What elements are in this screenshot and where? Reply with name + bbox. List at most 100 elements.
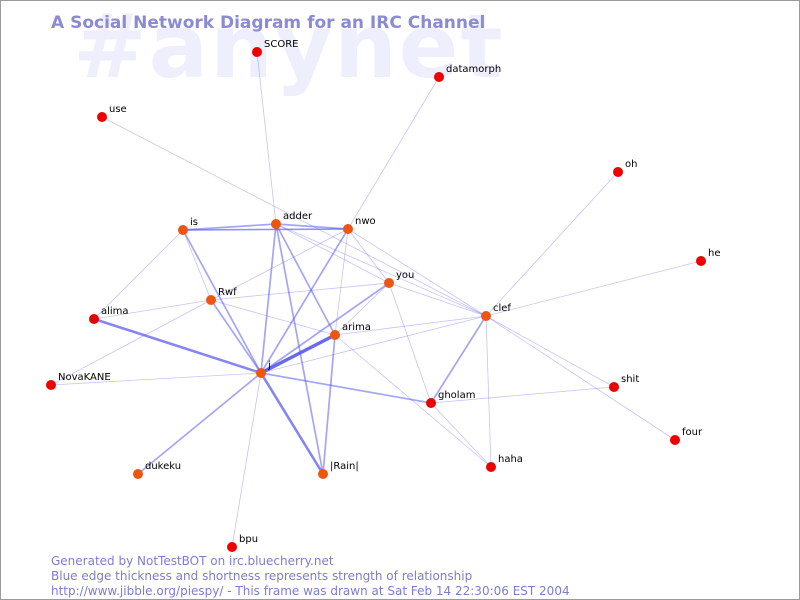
node-oh: oh	[613, 159, 637, 177]
footer-legend-note: Blue edge thickness and shortness repres…	[51, 569, 473, 583]
node-j: j	[256, 360, 271, 378]
edge-adder-nwo	[275, 223, 349, 230]
node-label-you: you	[396, 270, 414, 281]
edge-j-gholam	[260, 372, 432, 404]
node-dot-NovaKANE	[46, 380, 56, 390]
node-bpu: bpu	[227, 534, 258, 552]
node-is: is	[178, 217, 198, 235]
node-clef: clef	[481, 303, 511, 321]
node-dot-Rain	[318, 469, 328, 479]
node-label-SCORE: SCORE	[264, 39, 298, 50]
node-arima: arima	[330, 322, 371, 340]
edge-you-clef	[388, 282, 487, 317]
node-dot-haha	[486, 462, 496, 472]
node-SCORE: SCORE	[252, 39, 298, 57]
node-dot-shit	[609, 382, 619, 392]
node-label-he: he	[708, 248, 721, 259]
node-dot-use	[97, 112, 107, 122]
node-label-four: four	[682, 427, 703, 438]
edge-nwo-arima	[334, 228, 349, 336]
edge-clef-haha	[485, 315, 492, 468]
edge-oh-clef	[485, 171, 619, 317]
node-haha: haha	[486, 454, 523, 472]
node-dot-dukeku	[133, 469, 143, 479]
node-he: he	[696, 248, 721, 266]
node-dot-SCORE	[252, 47, 262, 57]
node-dot-is	[178, 225, 188, 235]
edge-use-clef	[101, 116, 487, 317]
edge-j-clef	[260, 315, 487, 374]
edge-j-bpu	[231, 372, 262, 548]
node-Rwf: Rwf	[206, 287, 237, 305]
node-dot-adder	[271, 219, 281, 229]
node-dot-datamorph	[434, 72, 444, 82]
node-gholam: gholam	[426, 390, 475, 408]
edge-adder-clef	[275, 223, 487, 317]
edge-you-arima	[334, 282, 390, 336]
node-label-clef: clef	[493, 303, 511, 314]
node-dot-he	[696, 256, 706, 266]
edge-is-Rwf	[182, 229, 212, 301]
edge-gholam-haha	[430, 402, 492, 468]
footer-timestamp: http://www.jibble.org/piespy/ - This fra…	[51, 584, 570, 598]
edge-is-alima	[93, 229, 184, 320]
edge-datamorph-nwo	[347, 76, 440, 230]
edge-clef-shit	[485, 315, 615, 388]
edge-Rwf-alima	[93, 299, 212, 320]
node-label-Rwf: Rwf	[218, 287, 237, 298]
edge-Rwf-arima	[210, 299, 336, 336]
node-nwo: nwo	[343, 216, 376, 234]
edge-Rwf-NovaKANE	[50, 299, 212, 386]
node-label-dukeku: dukeku	[145, 461, 181, 472]
edge-alima-j	[92, 317, 263, 375]
node-dot-clef	[481, 311, 491, 321]
edge-j-arima	[259, 333, 337, 375]
node-NovaKANE: NovaKANE	[46, 372, 111, 390]
edge-arima-clef	[334, 315, 487, 336]
node-dot-gholam	[426, 398, 436, 408]
node-dot-j	[256, 368, 266, 378]
node-label-datamorph: datamorph	[446, 64, 501, 75]
edge-nwo-j	[260, 228, 349, 374]
edge-he-clef	[485, 260, 702, 317]
node-adder: adder	[271, 211, 313, 229]
node-label-Rain: |Rain|	[330, 461, 359, 472]
node-dot-nwo	[343, 224, 353, 234]
node-dot-you	[384, 278, 394, 288]
edge-arima-Rain	[322, 334, 336, 475]
edge-adder-j	[260, 223, 277, 374]
node-label-j: j	[267, 360, 271, 371]
edge-Rwf-j	[210, 299, 262, 374]
node-dot-alima	[89, 314, 99, 324]
edge-nwo-Rwf	[210, 228, 349, 301]
edge-nwo-is	[182, 228, 349, 231]
node-label-shit: shit	[621, 374, 639, 385]
node-label-oh: oh	[625, 159, 637, 170]
node-label-gholam: gholam	[438, 390, 475, 401]
edge-clef-four	[485, 315, 676, 441]
edge-j-Rain	[259, 371, 325, 476]
edge-Rwf-you	[210, 282, 390, 301]
edge-arima-haha	[334, 334, 492, 468]
node-label-haha: haha	[498, 454, 523, 465]
node-label-nwo: nwo	[355, 216, 376, 227]
node-dot-arima	[330, 330, 340, 340]
edge-is-j	[182, 229, 262, 374]
node-Rain: |Rain|	[318, 461, 359, 479]
edge-j-dukeku	[137, 372, 262, 475]
diagram-title: A Social Network Diagram for an IRC Chan…	[51, 13, 486, 33]
node-datamorph: datamorph	[434, 64, 501, 82]
node-alima: alima	[89, 306, 129, 324]
node-shit: shit	[609, 374, 639, 392]
footer-generated-by: Generated by NotTestBOT on irc.bluecherr…	[51, 554, 334, 568]
node-use: use	[97, 104, 127, 122]
edge-clef-gholam	[430, 315, 487, 404]
edge-is-adder	[182, 223, 277, 231]
edge-adder-arima	[275, 223, 336, 336]
node-dukeku: dukeku	[133, 461, 181, 479]
node-dot-oh	[613, 167, 623, 177]
edge-NovaKANE-j	[50, 372, 262, 386]
edge-nwo-clef	[347, 228, 487, 317]
